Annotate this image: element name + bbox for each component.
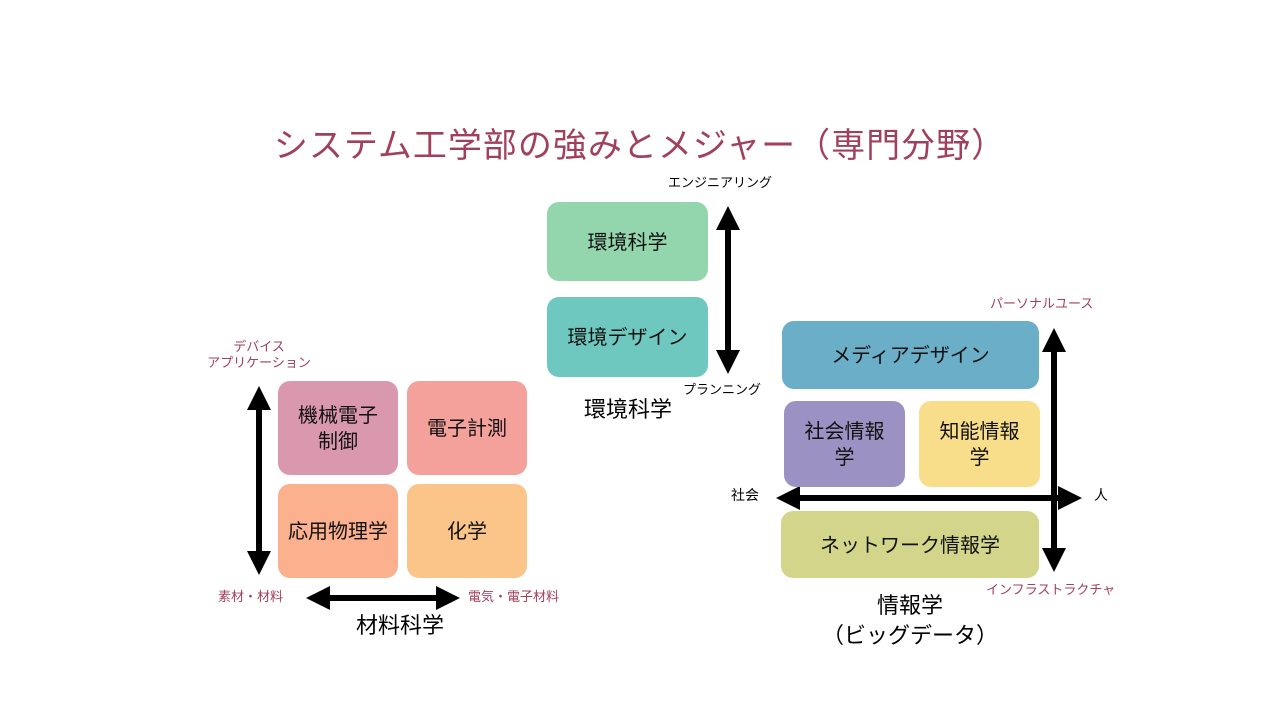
materials-axis-right-label: 電気・電子材料 <box>468 590 560 605</box>
environment-axis-bottom-label: プランニング <box>683 383 762 398</box>
box-intelligent-informatics: 知能情報 学 <box>919 401 1040 487</box>
informatics-axis-top-label: パーソナルユース <box>990 297 1094 312</box>
informatics-axis-right-label: 人 <box>1094 488 1108 504</box>
informatics-axis-left-label: 社会 <box>731 488 759 504</box>
box-applied-physics: 応用物理学 <box>278 484 398 578</box>
box-social-informatics: 社会情報 学 <box>784 401 905 487</box>
materials-axis-left-label: 素材・材料 <box>218 590 284 605</box>
box-electronic-measurement: 電子計測 <box>407 381 527 475</box>
materials-axis-top-label: デバイス アプリケーション <box>207 340 311 372</box>
box-mechatronics: 機械電子 制御 <box>278 381 398 475</box>
page-title: システム工学部の強みとメジャー（専門分野） <box>273 126 1007 166</box>
box-media-design: メディアデザイン <box>782 321 1039 389</box>
box-network-informatics: ネットワーク情報学 <box>781 511 1039 578</box>
box-environmental-design: 環境デザイン <box>547 297 708 377</box>
environment-group-label: 環境科学 <box>583 398 672 423</box>
environment-axis-top-label: エンジニアリング <box>668 176 773 191</box>
box-environmental-science: 環境科学 <box>547 202 708 281</box>
informatics-axis-bottom-label: インフラストラクチャ <box>986 583 1116 598</box>
informatics-group-label: 情報学 （ビッグデータ） <box>821 594 998 649</box>
materials-group-label: 材料科学 <box>355 614 444 639</box>
box-chemistry: 化学 <box>407 484 527 578</box>
